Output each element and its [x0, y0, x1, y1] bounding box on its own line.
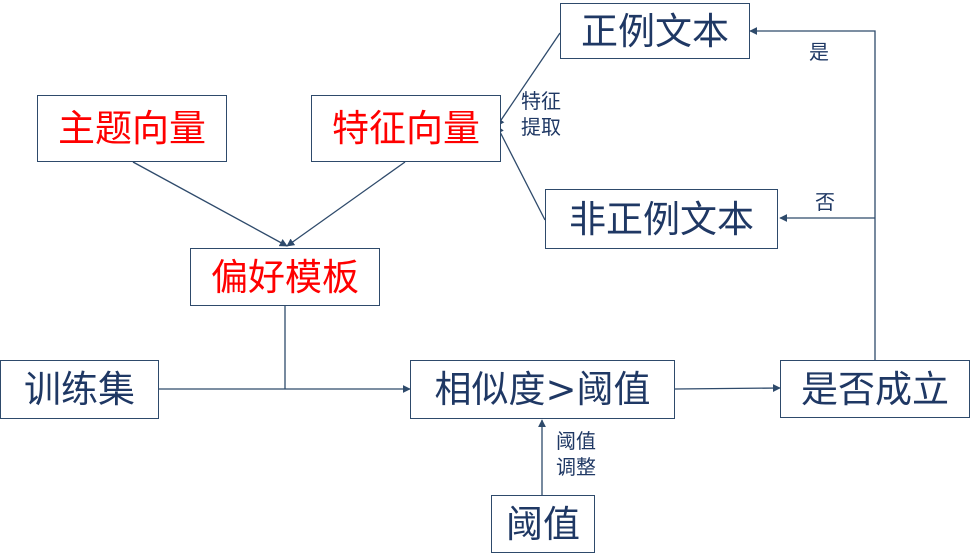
- feature-extraction-label: 特征 提取: [521, 88, 561, 140]
- edge-valid-to-positive: [749, 27, 876, 360]
- threshold-adjust-label-line1: 阈值: [556, 429, 596, 453]
- edge-negative-to-feature: [496, 125, 546, 221]
- edge-similarity-to-valid: [674, 384, 781, 393]
- yes-label: 是: [809, 40, 829, 64]
- training-set-node: 训练集: [0, 360, 159, 419]
- threshold-adjust-label-line2: 调整: [556, 455, 596, 479]
- edge-topic-to-template: [132, 161, 288, 247]
- feature-extraction-label-line1: 特征: [521, 89, 561, 113]
- edge-positive-to-feature: [496, 32, 561, 127]
- feature-vector-node: 特征向量: [311, 95, 501, 162]
- feature-extraction-label-line2: 提取: [521, 115, 561, 139]
- edge-feature-to-template: [286, 161, 406, 247]
- similarity-threshold-node: 相似度>阈值: [410, 360, 675, 419]
- is-valid-node: 是否成立: [780, 360, 970, 418]
- threshold-adjust-label: 阈值 调整: [556, 428, 596, 480]
- threshold-node: 阈值: [491, 495, 595, 553]
- negative-text-node: 非正例文本: [545, 189, 778, 249]
- positive-text-node: 正例文本: [560, 3, 750, 59]
- preference-template-node: 偏好模板: [190, 248, 380, 306]
- no-label: 否: [815, 190, 835, 214]
- topic-vector-node: 主题向量: [37, 95, 227, 162]
